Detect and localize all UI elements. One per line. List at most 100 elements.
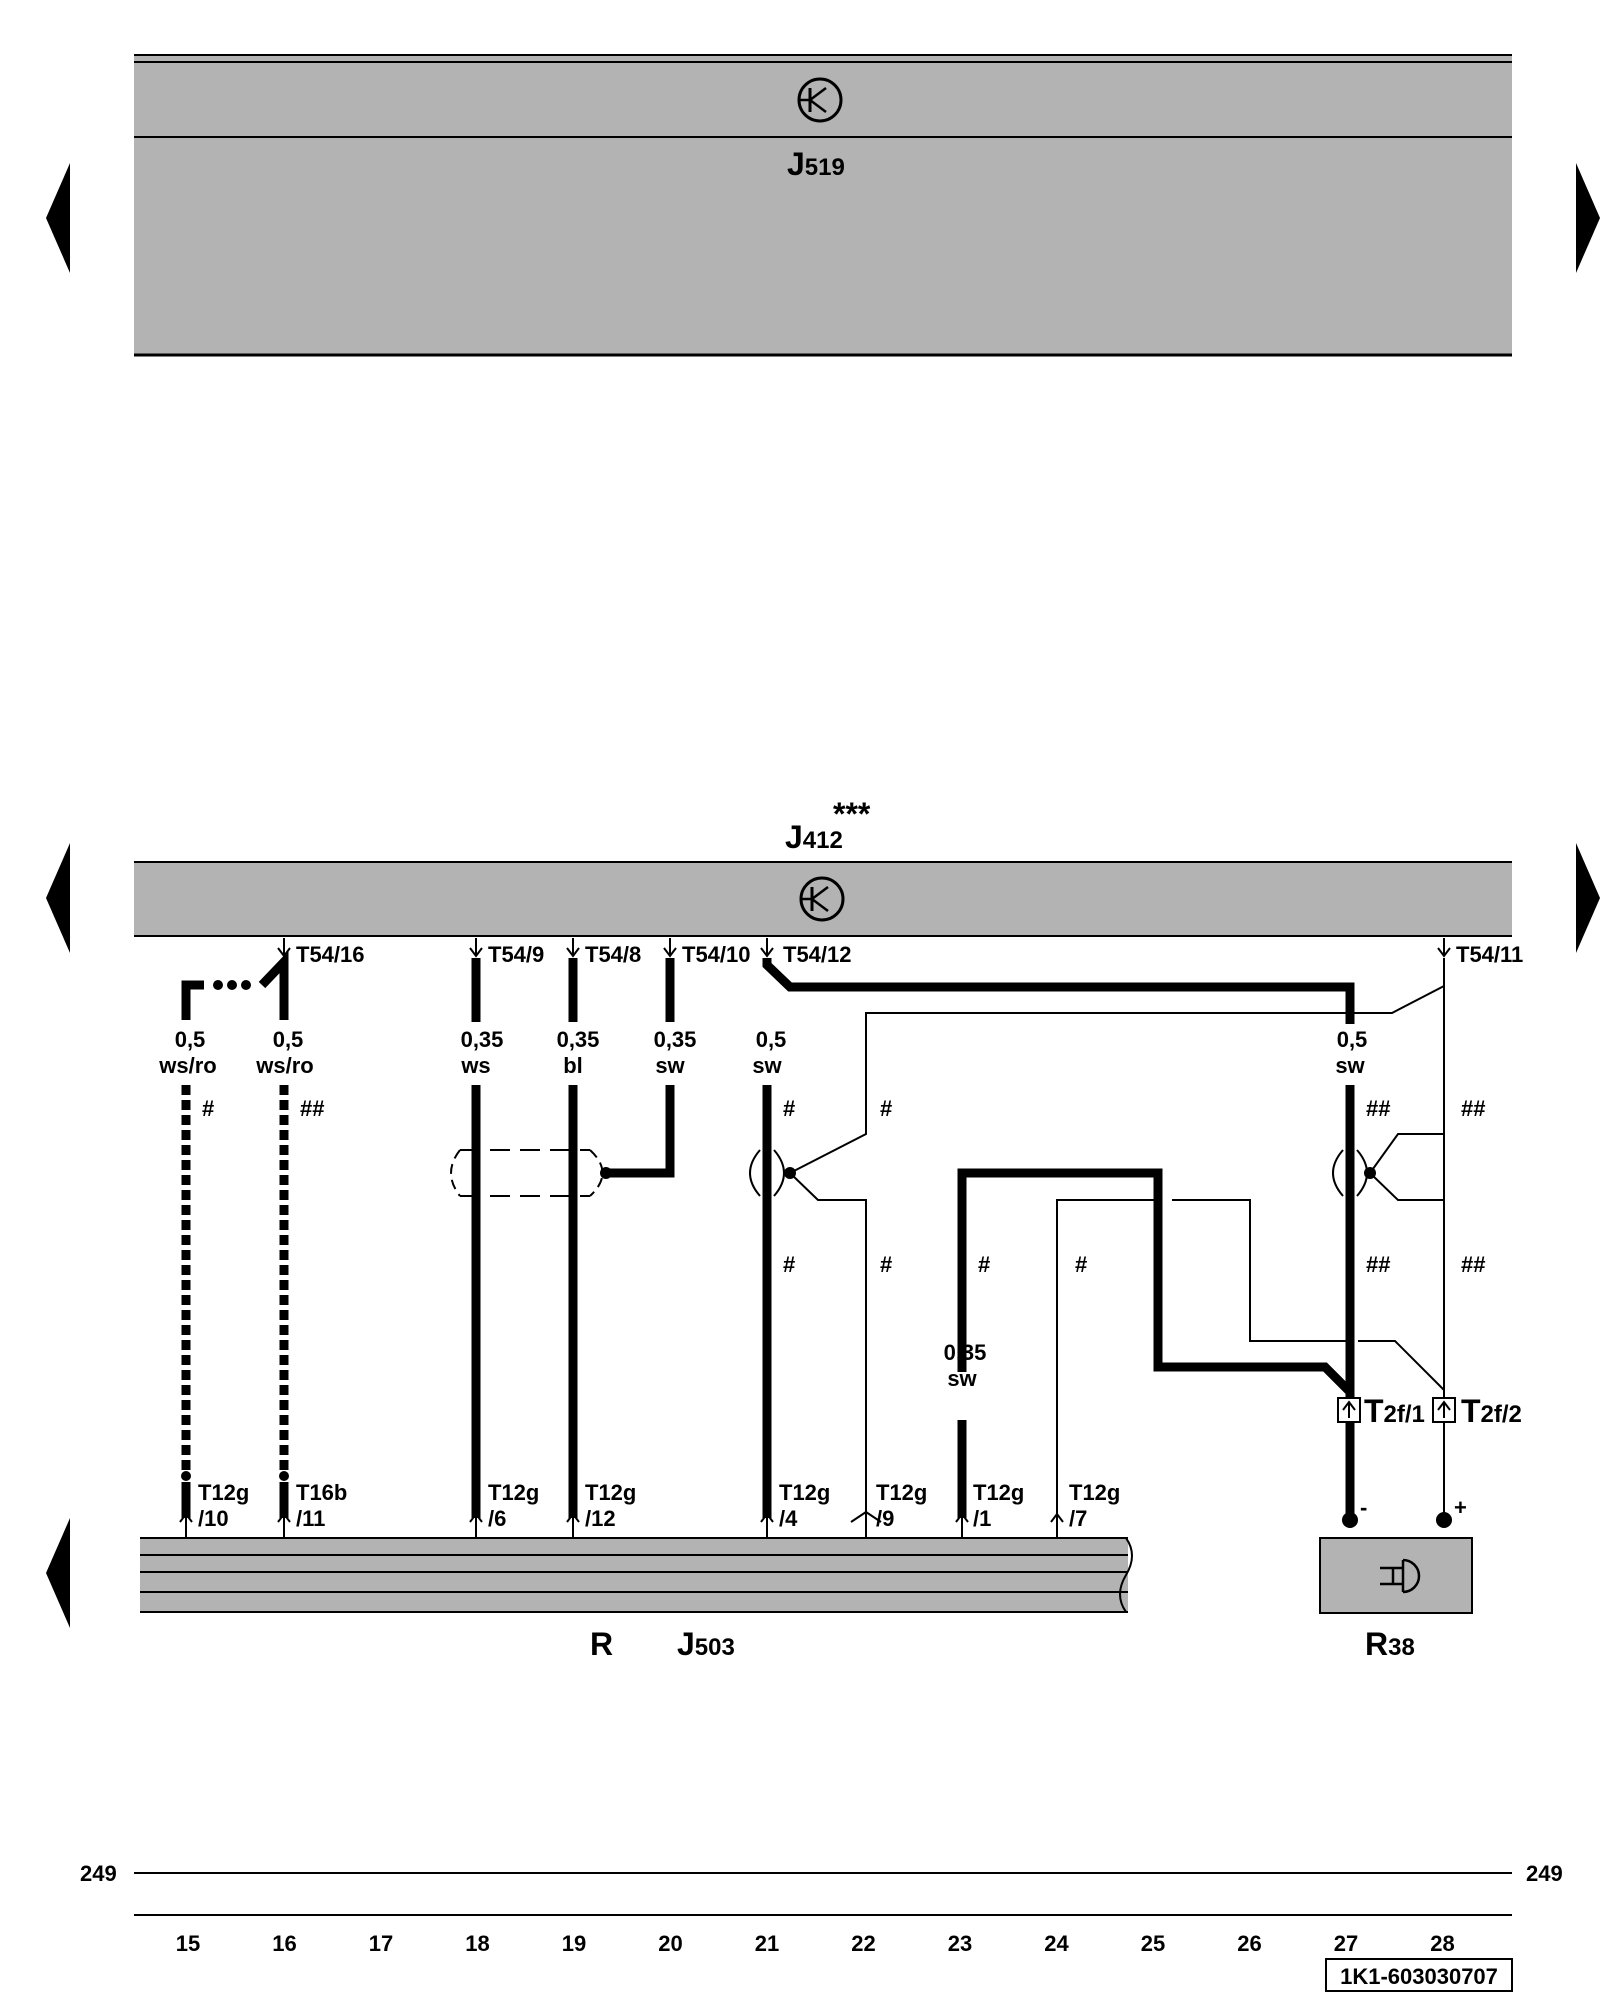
label-j412-footnote: *** [833,796,871,832]
column-number: 25 [1141,1931,1165,1956]
svg-text:/11: /11 [296,1506,325,1531]
svg-text:##: ## [1461,1252,1485,1277]
polarity-minus: - [1360,1495,1367,1520]
column-number: 24 [1044,1931,1069,1956]
svg-text:##: ## [1366,1252,1390,1277]
svg-text:##: ## [300,1096,324,1121]
variant-marks: # ## # # ## ## # # # # ## ## [202,1096,1485,1277]
svg-text:0,35: 0,35 [944,1340,987,1365]
shield-junction [784,1167,796,1179]
column-number: 28 [1430,1931,1454,1956]
connector-t2f1: T2f/1 [1337,1393,1425,1429]
module-j519: J519 [134,54,1512,357]
pin-t54-8: T54/8 [585,942,641,967]
label-r38: R38 [1365,1626,1415,1662]
svg-text:0,35: 0,35 [654,1027,697,1052]
nav-arrow-right-middle[interactable] [1576,843,1600,953]
top-pin-arrows [277,938,1451,958]
svg-text:ws/ro: ws/ro [158,1053,216,1078]
svg-text:#: # [880,1252,892,1277]
column-number: 19 [562,1931,586,1956]
diagram-id-box [1325,1958,1513,1992]
column-number: 18 [465,1931,489,1956]
pin-t54-16: T54/16 [296,942,365,967]
svg-text:ws: ws [460,1053,490,1078]
thin-wires [789,958,1445,1518]
connector-t2f2: T2f/2 [1432,1393,1522,1429]
module-j412: J412 *** [134,796,1512,937]
dotted-wires [213,980,251,990]
component-r-j503 [140,1537,1133,1613]
svg-text:#: # [978,1252,990,1277]
svg-text:T16b: T16b [296,1480,347,1505]
column-number: 15 [176,1931,200,1956]
svg-text:T2f/1: T2f/1 [1364,1393,1425,1429]
svg-text:/12: /12 [585,1506,616,1531]
component-r38: - + [1319,1495,1473,1614]
ref-right: 249 [1526,1861,1563,1886]
svg-text:T12g: T12g [488,1480,539,1505]
svg-text:sw: sw [752,1053,782,1078]
pin-t54-10: T54/10 [682,942,751,967]
polarity-plus: + [1454,1495,1467,1520]
nav-arrow-left-middle[interactable] [46,843,70,953]
microphone-icon [1380,1558,1421,1594]
nav-arrow-left-bottom[interactable] [46,1518,70,1628]
nav-arrow-right-top[interactable] [1576,163,1600,273]
svg-text:#: # [880,1096,892,1121]
pin-t54-12: T54/12 [783,942,852,967]
svg-text:0,5: 0,5 [756,1027,787,1052]
shield-junction [1364,1167,1376,1179]
svg-text:0,5: 0,5 [1337,1027,1368,1052]
svg-text:T12g: T12g [1069,1480,1120,1505]
svg-text:sw: sw [947,1366,977,1391]
svg-text:/9: /9 [876,1506,894,1531]
svg-text:/4: /4 [779,1506,798,1531]
column-number: 20 [658,1931,682,1956]
pin-t54-9: T54/9 [488,942,544,967]
svg-text:0,5: 0,5 [273,1027,304,1052]
svg-text:/7: /7 [1069,1506,1087,1531]
wire-labels: 0,5 ws/ro 0,5 ws/ro 0,35 ws 0,35 bl 0,35… [158,1027,1367,1391]
ref-left: 249 [80,1861,117,1886]
column-number: 21 [755,1931,779,1956]
diagram-id: 1K1-603030707 [1340,1964,1498,1989]
shield-junction [600,1167,612,1179]
pin-t54-11: T54/11 [1456,942,1523,967]
label-j519: J519 [787,146,845,182]
label-r: R [590,1626,613,1662]
svg-text:T2f/2: T2f/2 [1461,1393,1522,1429]
column-number: 16 [272,1931,296,1956]
nav-arrow-left-top[interactable] [46,163,70,273]
label-j503: J503 [677,1626,735,1662]
svg-text:0,35: 0,35 [461,1027,504,1052]
column-number: 23 [948,1931,972,1956]
column-number: 22 [851,1931,875,1956]
svg-text:##: ## [1461,1096,1485,1121]
svg-text:T12g: T12g [198,1480,249,1505]
svg-text:/1: /1 [973,1506,991,1531]
thick-wires [181,950,1355,1520]
svg-text:/6: /6 [488,1506,506,1531]
svg-text:bl: bl [563,1053,583,1078]
svg-text:#: # [783,1096,795,1121]
svg-text:#: # [1075,1252,1087,1277]
svg-text:T12g: T12g [876,1480,927,1505]
shield-18-19 [450,1149,604,1197]
svg-text:0,5: 0,5 [175,1027,206,1052]
svg-text:##: ## [1366,1096,1390,1121]
svg-text:T12g: T12g [973,1480,1024,1505]
electronic-control-icon [797,77,843,123]
bottom-pin-arrows [179,1510,1064,1538]
column-number: 26 [1237,1931,1261,1956]
column-number: 27 [1334,1931,1358,1956]
bottom-pin-labels: T12g /10 T16b /11 T12g /6 T12g /12 T12g … [198,1480,1120,1531]
svg-text:/10: /10 [198,1506,229,1531]
dotted-dots [181,1471,289,1481]
svg-text:#: # [202,1096,214,1121]
svg-text:T12g: T12g [779,1480,830,1505]
svg-text:T12g: T12g [585,1480,636,1505]
svg-text:ws/ro: ws/ro [255,1053,313,1078]
column-number: 17 [369,1931,393,1956]
